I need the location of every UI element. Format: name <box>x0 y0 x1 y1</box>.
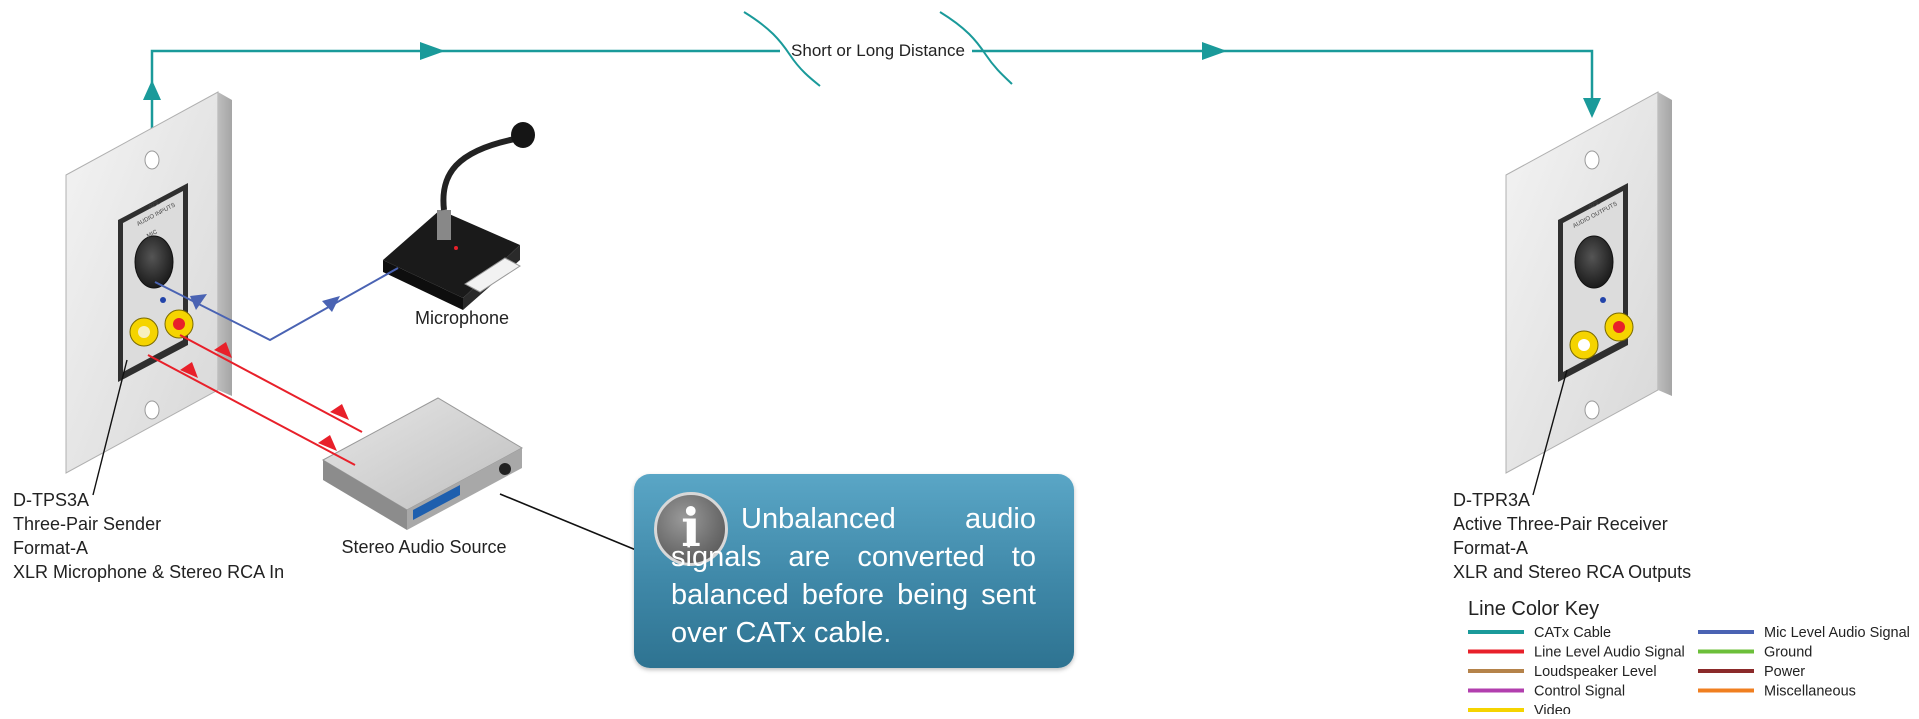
key-label: Power <box>1764 664 1805 680</box>
key-label: Miscellaneous <box>1764 684 1856 700</box>
key-label: Line Level Audio Signal <box>1534 645 1685 661</box>
receiver-label: D-TPR3A Active Three-Pair Receiver Forma… <box>1453 490 1691 582</box>
microphone-device <box>383 122 535 310</box>
sender-panel-brand: RDL <box>148 200 162 211</box>
arrow-left-icon <box>214 342 232 358</box>
arrow-left-icon <box>322 296 340 312</box>
sender-panel-mic: MIC <box>146 229 159 240</box>
sender-label: D-TPS3A Three-Pair Sender Format-A XLR M… <box>13 490 284 582</box>
arrow-left-icon <box>180 362 198 378</box>
key-label: Control Signal <box>1534 684 1625 700</box>
info-icon: i <box>654 492 728 566</box>
line-level-arrowheads <box>180 342 349 451</box>
arrow-left-icon <box>318 435 337 451</box>
arrow-right-icon <box>1202 42 1227 60</box>
callout-pointer <box>499 493 637 551</box>
sender-model: D-TPS3A <box>13 490 89 510</box>
sender-leader-line <box>92 359 128 496</box>
key-label: Ground <box>1764 645 1812 661</box>
arrow-left-icon <box>330 404 349 420</box>
line-level-cables <box>147 334 363 466</box>
arrow-left-icon <box>190 294 207 310</box>
sender-io: XLR Microphone & Stereo RCA In <box>13 562 284 582</box>
sender-format: Format-A <box>13 538 88 558</box>
receiver-io: XLR and Stereo RCA Outputs <box>1453 562 1691 582</box>
stereo-audio-source-device <box>321 397 524 530</box>
distance-break-marks <box>743 11 1013 87</box>
distance-label: Short or Long Distance <box>791 41 965 60</box>
info-callout: i Unbalanced audio signals are converted… <box>634 474 1074 668</box>
key-label: Video <box>1534 703 1571 714</box>
line-color-key-title: Line Color Key <box>1468 598 1599 620</box>
sender-type: Three-Pair Sender <box>13 514 161 534</box>
key-label: CATx Cable <box>1534 625 1611 641</box>
sender-wall-plate <box>65 91 232 474</box>
receiver-format: Format-A <box>1453 538 1528 558</box>
receiver-type: Active Three-Pair Receiver <box>1453 514 1668 534</box>
microphone-label: Microphone <box>415 308 509 328</box>
catx-cable-run <box>150 49 1594 140</box>
key-label: Loudspeaker Level <box>1534 664 1657 680</box>
arrow-up-icon <box>143 80 161 100</box>
receiver-panel-brand: RDL <box>1588 200 1602 211</box>
arrow-down-icon <box>1583 98 1601 118</box>
arrow-right-icon <box>420 42 445 60</box>
receiver-leader-line <box>1532 369 1568 496</box>
receiver-wall-plate <box>1505 91 1672 474</box>
catx-arrowheads <box>143 42 1601 118</box>
audio-source-label: Stereo Audio Source <box>341 537 506 557</box>
receiver-model: D-TPR3A <box>1453 490 1530 510</box>
callout-text: Unbalanced audio signals are converted t… <box>671 503 1036 649</box>
key-label: Mic Level Audio Signal <box>1764 625 1910 641</box>
